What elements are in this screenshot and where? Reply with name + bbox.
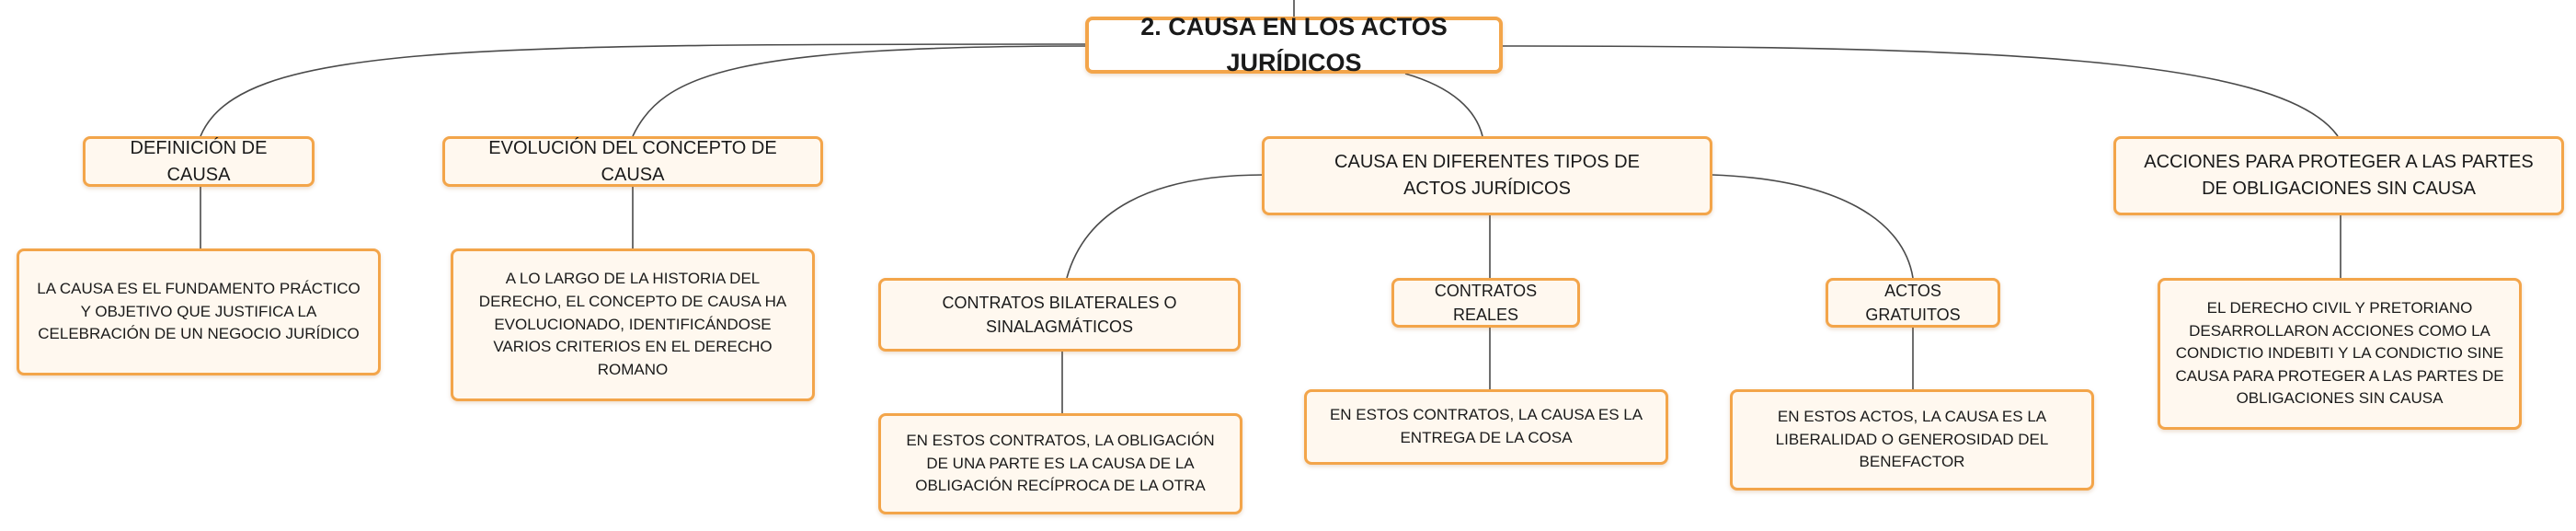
detail-contratos-bilaterales[interactable]: En estos contratos, la obligación de una… — [878, 413, 1242, 514]
subtopic-actos-gratuitos[interactable]: Actos gratuitos — [1826, 278, 2000, 328]
topic-label: Definición de causa — [130, 137, 268, 185]
detail-actos-gratuitos[interactable]: En estos actos, la causa es la liberalid… — [1730, 389, 2094, 491]
detail-text: En estos contratos, la causa es la entre… — [1329, 406, 1643, 446]
detail-text: La causa es el fundamento práctico y obj… — [37, 280, 361, 343]
connector-root-acciones — [1500, 45, 2339, 137]
detail-evolucion-concepto[interactable]: A lo largo de la historia del derecho, e… — [451, 248, 815, 401]
topic-evolucion-concepto[interactable]: Evolución del concepto de causa — [442, 136, 823, 187]
connector-tipos-gratuitos — [1712, 174, 1914, 279]
topic-label: Evolución del concepto de causa — [488, 137, 777, 185]
subtopic-label: Contratos reales — [1434, 281, 1538, 324]
detail-text: En estos actos, la causa es la liberalid… — [1775, 408, 2049, 471]
subtopic-label: Contratos bilaterales o sinalagmáticos — [942, 293, 1177, 336]
connector-tipos-bilaterales — [1066, 174, 1265, 279]
root-topic[interactable]: 2. Causa en los actos jurídicos — [1085, 13, 1503, 76]
root-topic-label: 2. Causa en los actos jurídicos — [1140, 12, 1448, 76]
topic-label: Acciones para proteger a las partes de o… — [2144, 152, 2534, 199]
subtopic-label: Actos gratuitos — [1865, 281, 1961, 324]
topic-acciones-proteger[interactable]: Acciones para proteger a las partes de o… — [2113, 136, 2564, 215]
detail-text: El derecho civil y pretoriano desarrolla… — [2175, 298, 2504, 408]
connector-root-tipos — [1404, 73, 1483, 137]
topic-definicion-causa[interactable]: Definición de causa — [83, 136, 315, 187]
connector-root-evolucion — [632, 45, 1091, 137]
topic-causa-tipos-actos[interactable]: Causa en diferentes tipos de actos juríd… — [1262, 136, 1712, 215]
topic-label: Causa en diferentes tipos de actos juríd… — [1334, 152, 1640, 199]
connector-root-definicion — [200, 43, 1086, 137]
detail-text: En estos contratos, la obligación de una… — [906, 432, 1215, 495]
detail-contratos-reales[interactable]: En estos contratos, la causa es la entre… — [1304, 389, 1668, 465]
detail-definicion-causa[interactable]: La causa es el fundamento práctico y obj… — [17, 248, 381, 375]
detail-acciones-proteger[interactable]: El derecho civil y pretoriano desarrolla… — [2158, 278, 2522, 430]
subtopic-contratos-bilaterales[interactable]: Contratos bilaterales o sinalagmáticos — [878, 278, 1241, 352]
subtopic-contratos-reales[interactable]: Contratos reales — [1391, 278, 1580, 328]
detail-text: A lo largo de la historia del derecho, e… — [478, 270, 787, 378]
